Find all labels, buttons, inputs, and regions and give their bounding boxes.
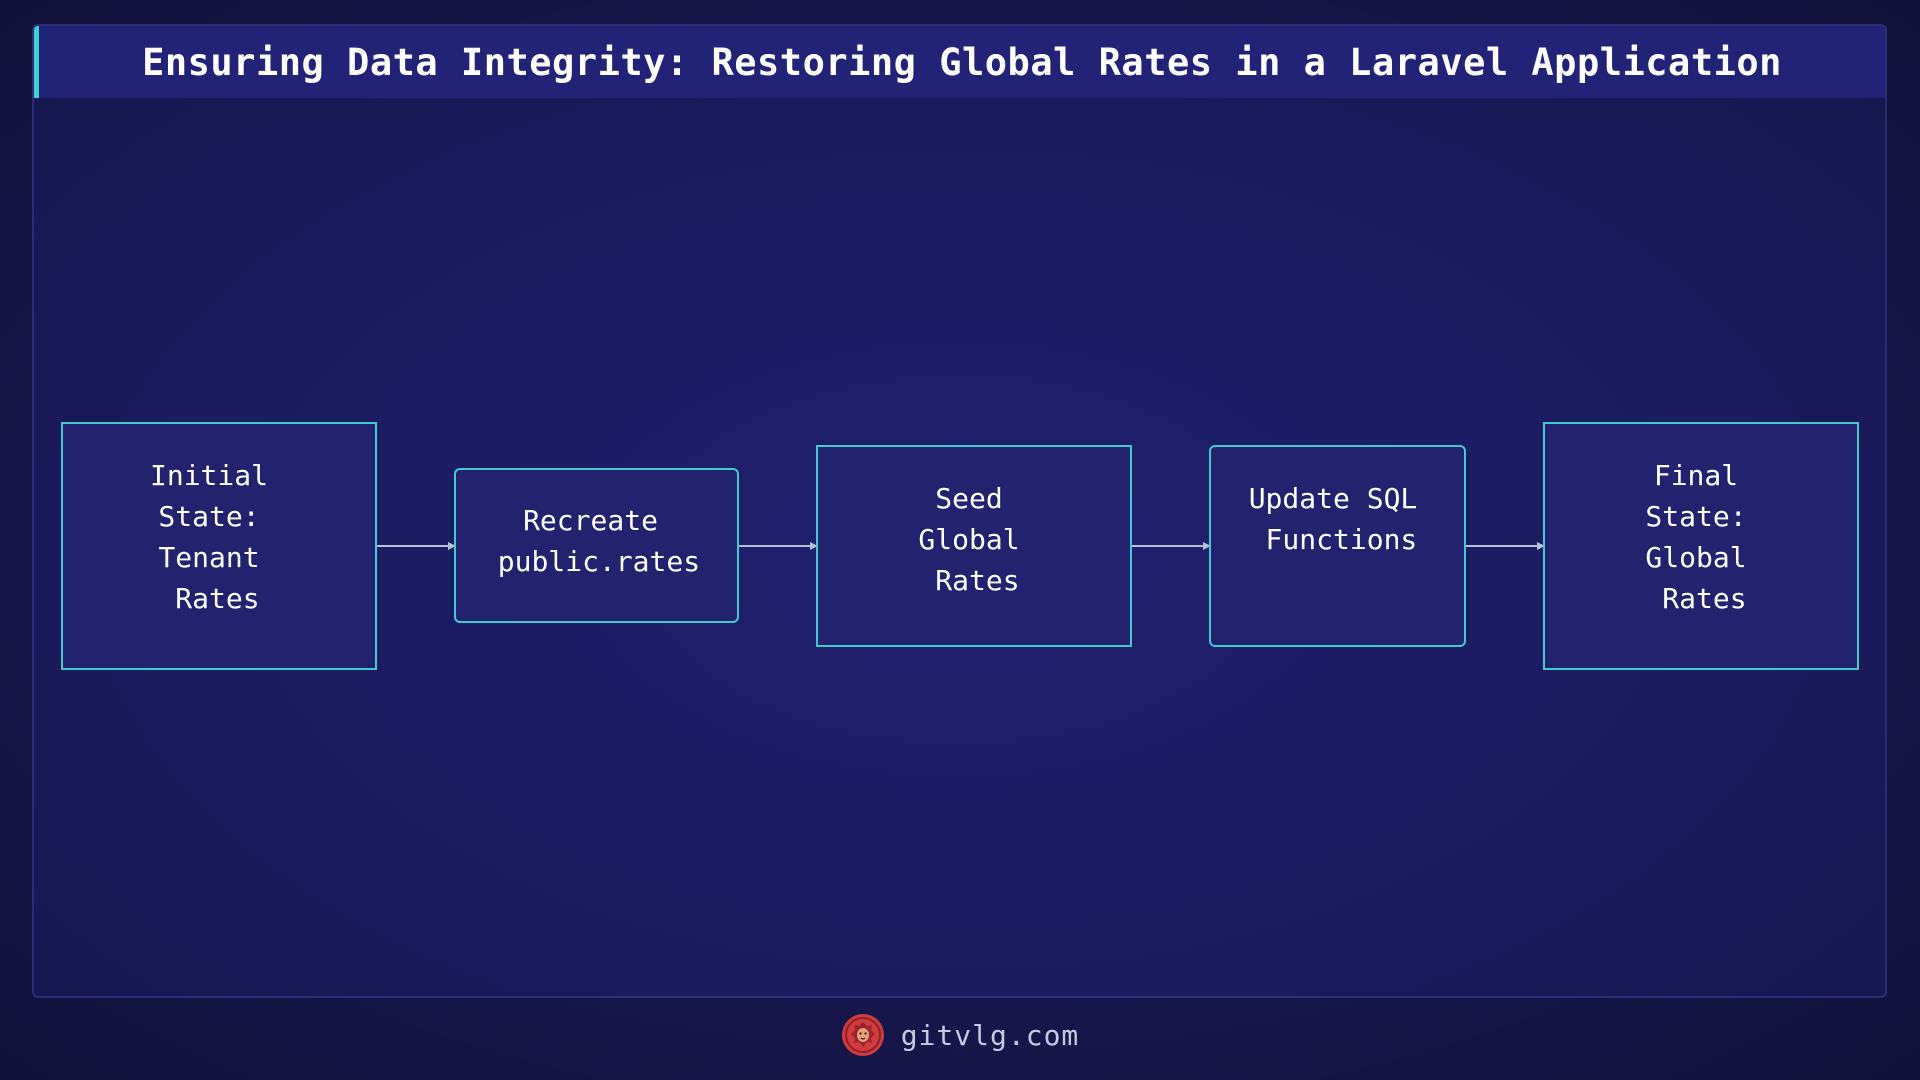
title-bar: Ensuring Data Integrity: Restoring Globa… (34, 26, 1885, 98)
edge-initial-to-recreate (377, 545, 455, 547)
node-seed-label: Seed Global Rates (918, 482, 1020, 597)
node-update-label: Update SQL Functions (1248, 482, 1418, 556)
arrow-head-icon (1203, 542, 1211, 550)
node-final-state: Final State: Global Rates (1543, 422, 1859, 670)
node-recreate-label: Recreate public.rates (497, 504, 701, 578)
footer-site-link[interactable]: gitvlg.com (900, 1018, 1080, 1052)
arrow-head-icon (448, 542, 456, 550)
node-initial-state-label: Initial State: Tenant Rates (149, 459, 268, 615)
arrow-head-icon (1537, 542, 1545, 550)
node-seed-global-rates: Seed Global Rates (816, 445, 1132, 647)
edge-update-to-final (1466, 545, 1544, 547)
node-recreate-public-rates: Recreate public.rates (454, 468, 739, 623)
arrow-head-icon (810, 542, 818, 550)
footer: gitvlg.com (0, 1010, 1920, 1060)
node-final-state-label: Final State: Global Rates (1645, 459, 1747, 615)
edge-seed-to-update (1132, 545, 1210, 547)
node-initial-state: Initial State: Tenant Rates (61, 422, 377, 670)
page-title: Ensuring Data Integrity: Restoring Globa… (142, 40, 1782, 84)
node-update-sql-functions: Update SQL Functions (1209, 445, 1466, 647)
edge-recreate-to-seed (739, 545, 817, 547)
lion-logo-icon (841, 1014, 884, 1056)
